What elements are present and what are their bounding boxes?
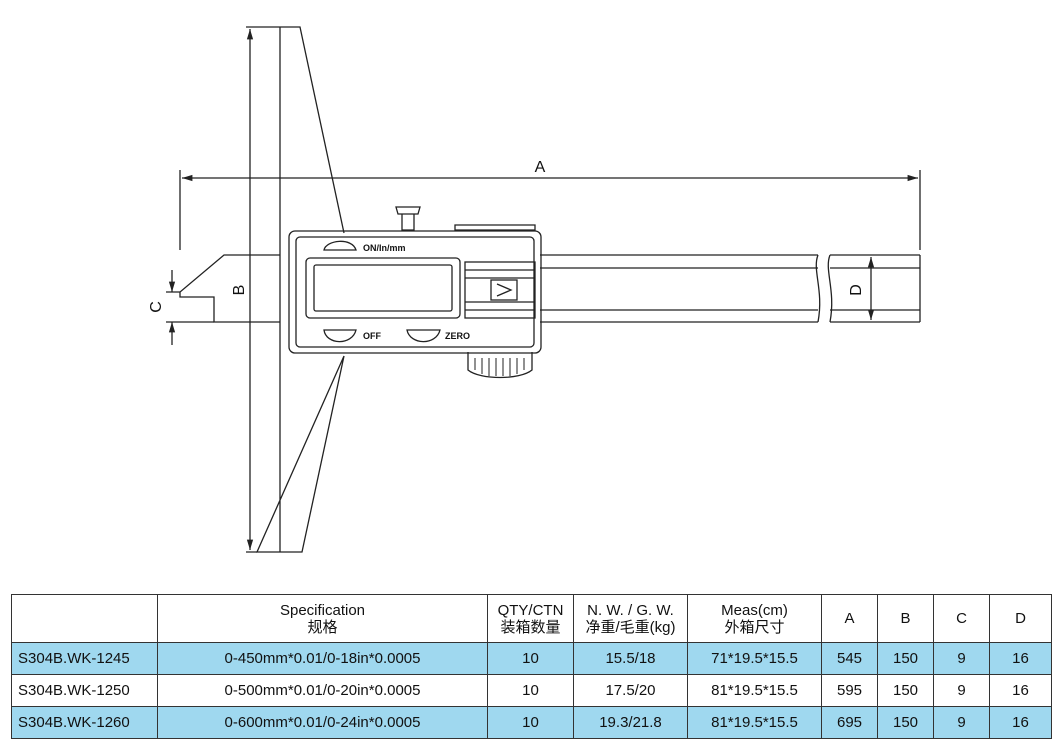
off-button <box>323 329 357 343</box>
header-b: B <box>877 594 934 643</box>
table-row: S304B.WK-1245 0-450mm*0.01/0-18in*0.0005… <box>11 642 1052 675</box>
header-a: A <box>821 594 878 643</box>
cell-weight: 17.5/20 <box>573 674 688 707</box>
break-lines <box>815 254 833 323</box>
header-d: D <box>989 594 1052 643</box>
on-button-label: ON/In/mm <box>363 243 406 253</box>
cell-qty: 10 <box>487 706 574 739</box>
cell-b: 150 <box>877 706 934 739</box>
cell-a: 595 <box>821 674 878 707</box>
dim-c-label: C <box>148 301 165 313</box>
cell-c: 9 <box>933 642 990 675</box>
cell-meas: 81*19.5*15.5 <box>687 674 822 707</box>
header-c: C <box>933 594 990 643</box>
dim-a-label: A <box>535 159 546 176</box>
depth-gauge-drawing: A B C D ON/In/mm OFF ZERO <box>148 26 921 553</box>
on-button <box>323 240 357 251</box>
caliper-head <box>288 230 542 354</box>
arrow-icon <box>496 283 513 297</box>
zero-button-label: ZERO <box>445 331 470 341</box>
cell-meas: 71*19.5*15.5 <box>687 642 822 675</box>
main-beam <box>540 254 921 323</box>
header-meas: Meas(cm)外箱尺寸 <box>687 594 822 643</box>
dim-d-label: D <box>848 284 865 296</box>
table-row: S304B.WK-1260 0-600mm*0.01/0-24in*0.0005… <box>11 706 1052 739</box>
cell-model: S304B.WK-1250 <box>11 674 158 707</box>
cell-c: 9 <box>933 706 990 739</box>
header-weight: N. W. / G. W.净重/毛重(kg) <box>573 594 688 643</box>
off-button-label: OFF <box>363 331 381 341</box>
cell-a: 695 <box>821 706 878 739</box>
cell-weight: 15.5/18 <box>573 642 688 675</box>
base-plate <box>256 26 345 553</box>
cell-weight: 19.3/21.8 <box>573 706 688 739</box>
thumb-roller <box>467 352 533 379</box>
cell-d: 16 <box>989 642 1052 675</box>
cell-a: 545 <box>821 642 878 675</box>
cell-c: 9 <box>933 674 990 707</box>
cell-qty: 10 <box>487 674 574 707</box>
cell-b: 150 <box>877 642 934 675</box>
table-row: S304B.WK-1250 0-500mm*0.01/0-20in*0.0005… <box>11 674 1052 707</box>
header-model <box>11 594 158 643</box>
cell-model: S304B.WK-1260 <box>11 706 158 739</box>
cell-meas: 81*19.5*15.5 <box>687 706 822 739</box>
cell-b: 150 <box>877 674 934 707</box>
lcd-display <box>305 257 461 319</box>
cell-model: S304B.WK-1245 <box>11 642 158 675</box>
cell-d: 16 <box>989 706 1052 739</box>
beam-tip <box>179 254 280 323</box>
cell-spec: 0-600mm*0.01/0-24in*0.0005 <box>157 706 488 739</box>
cell-spec: 0-450mm*0.01/0-18in*0.0005 <box>157 642 488 675</box>
adjust-knob <box>395 206 421 231</box>
dim-b-label: B <box>231 285 248 296</box>
zero-button <box>406 329 441 343</box>
cell-qty: 10 <box>487 642 574 675</box>
cell-d: 16 <box>989 674 1052 707</box>
cell-spec: 0-500mm*0.01/0-20in*0.0005 <box>157 674 488 707</box>
